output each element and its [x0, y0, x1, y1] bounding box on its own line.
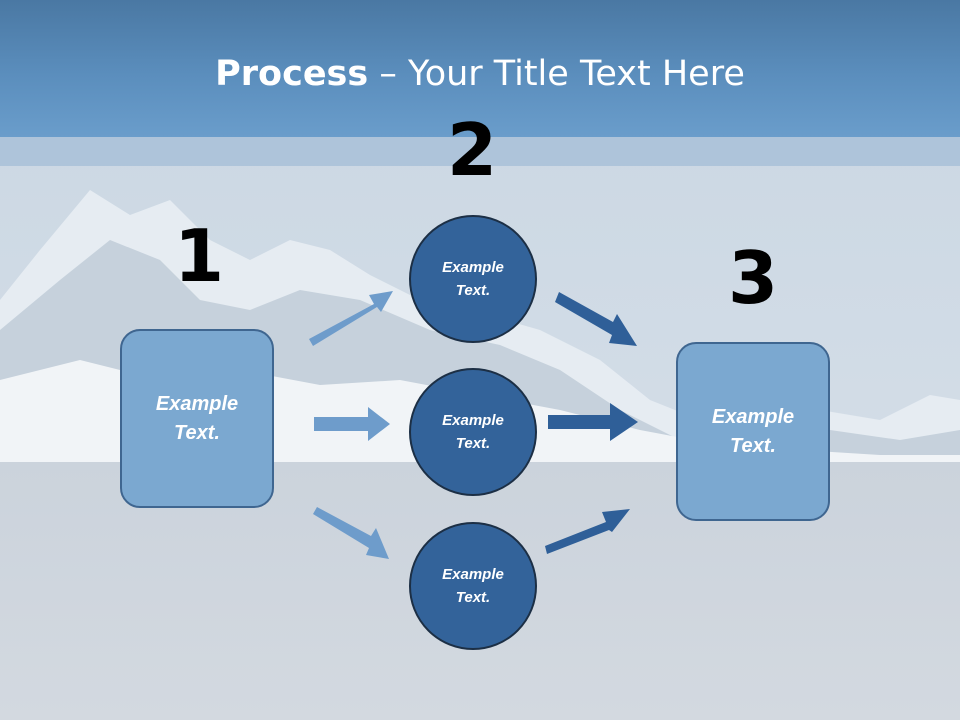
circle-top-line2: Text. [455, 282, 491, 299]
step-number-1: 1 [173, 214, 225, 298]
left-box-line2: Text. [174, 421, 220, 444]
title-rest: – Your Title Text Here [368, 54, 745, 94]
title-bar [0, 0, 960, 137]
right-box-line2: Text. [730, 434, 776, 457]
step-number-3: 3 [727, 236, 779, 320]
right-box-line1: Example [711, 405, 795, 428]
left-box-line1: Example [155, 392, 239, 415]
arrow-left-to-bottom [313, 507, 389, 559]
step-number-2: 2 [446, 108, 498, 192]
circle-top-line1: Example [442, 259, 504, 276]
circle-middle-line2: Text. [455, 435, 491, 452]
arrow-left-to-middle [314, 407, 390, 441]
slide-title: Process – Your Title Text Here [0, 52, 960, 96]
arrow-left-to-top [309, 291, 393, 346]
arrow-bottom-to-right [545, 509, 630, 554]
title-bold: Process [215, 54, 369, 94]
circle-bottom-line1: Example [442, 566, 504, 583]
circle-middle-line1: Example [442, 412, 504, 429]
arrow-middle-to-right [548, 403, 638, 441]
arrow-top-to-right [555, 292, 637, 346]
title-bar-band [0, 137, 960, 166]
circle-bottom-line2: Text. [455, 589, 491, 606]
